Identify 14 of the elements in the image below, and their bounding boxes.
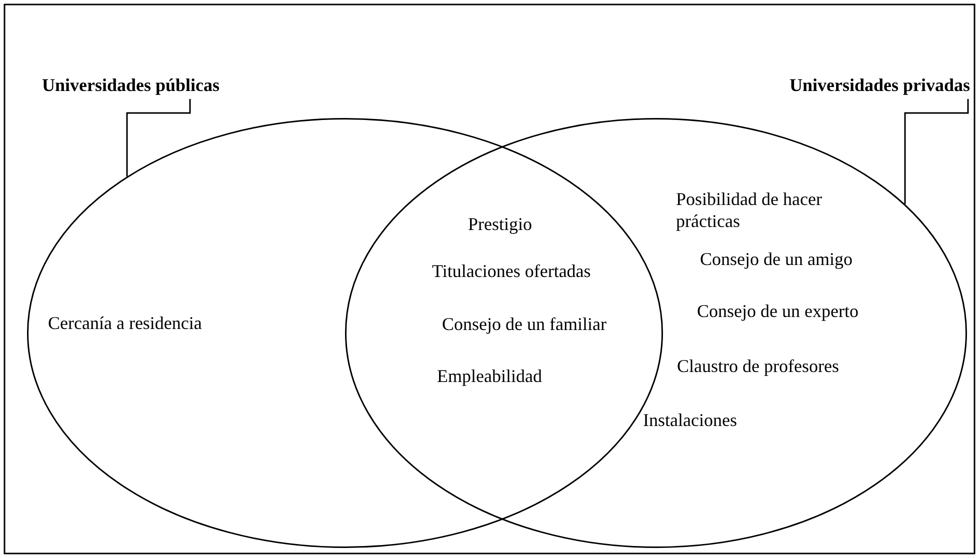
factor-text: Cercanía a residencia: [48, 312, 202, 334]
factor-text: Posibilidad de hacer prácticas: [676, 188, 823, 232]
shared-factor-text: Empleabilidad: [437, 365, 542, 387]
factor-text: Consejo de un experto: [697, 300, 858, 322]
factor-text: Instalaciones: [643, 409, 737, 431]
factor-text: Consejo de un amigo: [700, 248, 852, 270]
leader-line: [126, 99, 191, 176]
leader-line: [904, 99, 969, 204]
set-heading: Universidades privadas: [780, 75, 970, 96]
factor-text: Claustro de profesores: [677, 355, 839, 377]
shared-factor-text: Prestigio: [468, 213, 532, 235]
shared-factor-text: Titulaciones ofertadas: [432, 260, 591, 282]
shared-factor-text: Consejo de un familiar: [442, 313, 606, 335]
set-heading: Universidades públicas: [42, 75, 238, 96]
